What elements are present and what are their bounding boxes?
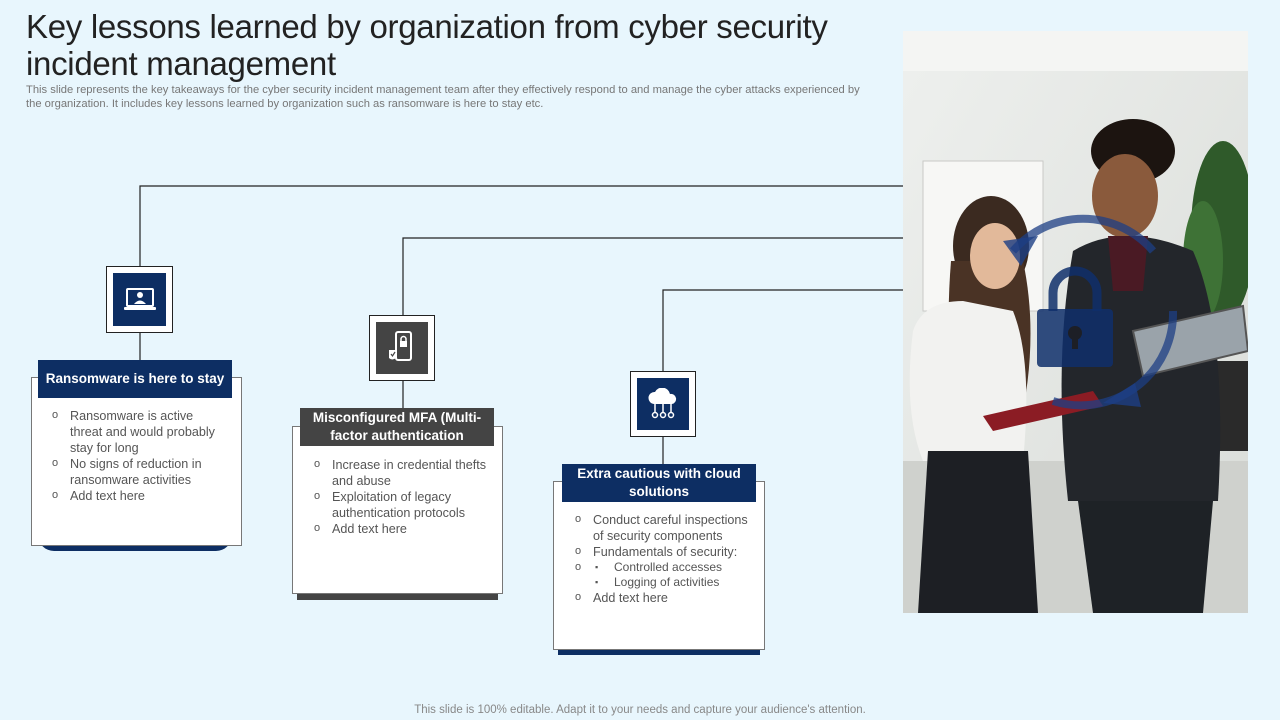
list-item: Controlled accesses <box>575 560 755 575</box>
card-3-points: Conduct careful inspections of security … <box>575 511 755 606</box>
slide-subtitle: This slide represents the key takeaways … <box>26 84 860 110</box>
laptop-user-icon <box>123 287 156 310</box>
card-2-header: Misconfigured MFA (Multi-factor authenti… <box>300 408 494 446</box>
card-3-icon-box <box>630 371 696 437</box>
card-1-points: Ransomware is active threat and would pr… <box>52 407 227 504</box>
card-3-header: Extra cautious with cloud solutions <box>562 464 756 502</box>
card-2-points: Increase in credential thefts and abuse … <box>314 456 494 537</box>
list-item: Add text here <box>314 520 494 537</box>
list-item: Add text here <box>52 487 227 504</box>
padlock-icon <box>1037 266 1113 367</box>
list-item: Controlled accesses Logging of activitie… <box>575 559 755 590</box>
slide-title: Key lessons learned by organization from… <box>26 8 828 82</box>
slide-footer: This slide is 100% editable. Adapt it to… <box>414 704 866 716</box>
card-3-subpoints: Controlled accesses Logging of activitie… <box>575 560 755 590</box>
card-2-icon-box <box>369 315 435 381</box>
card-1-icon-box <box>106 266 173 333</box>
list-item: Fundamentals of security: <box>575 543 755 560</box>
refresh-arrows-icon <box>1003 214 1178 410</box>
list-item: Logging of activities <box>575 575 755 590</box>
mobile-lock-icon <box>389 331 412 361</box>
list-item: Ransomware is active threat and would pr… <box>52 407 227 456</box>
list-item: Conduct careful inspections of security … <box>575 511 755 544</box>
list-item: No signs of reduction in ransomware acti… <box>52 455 227 488</box>
card-1-header: Ransomware is here to stay <box>38 360 232 398</box>
list-item: Exploitation of legacy authentication pr… <box>314 488 494 521</box>
cloud-network-icon <box>648 388 677 419</box>
list-item: Increase in credential thefts and abuse <box>314 456 494 489</box>
team-photo <box>903 31 1248 613</box>
list-item: Add text here <box>575 589 755 606</box>
office-scene-illustration <box>903 31 1248 613</box>
